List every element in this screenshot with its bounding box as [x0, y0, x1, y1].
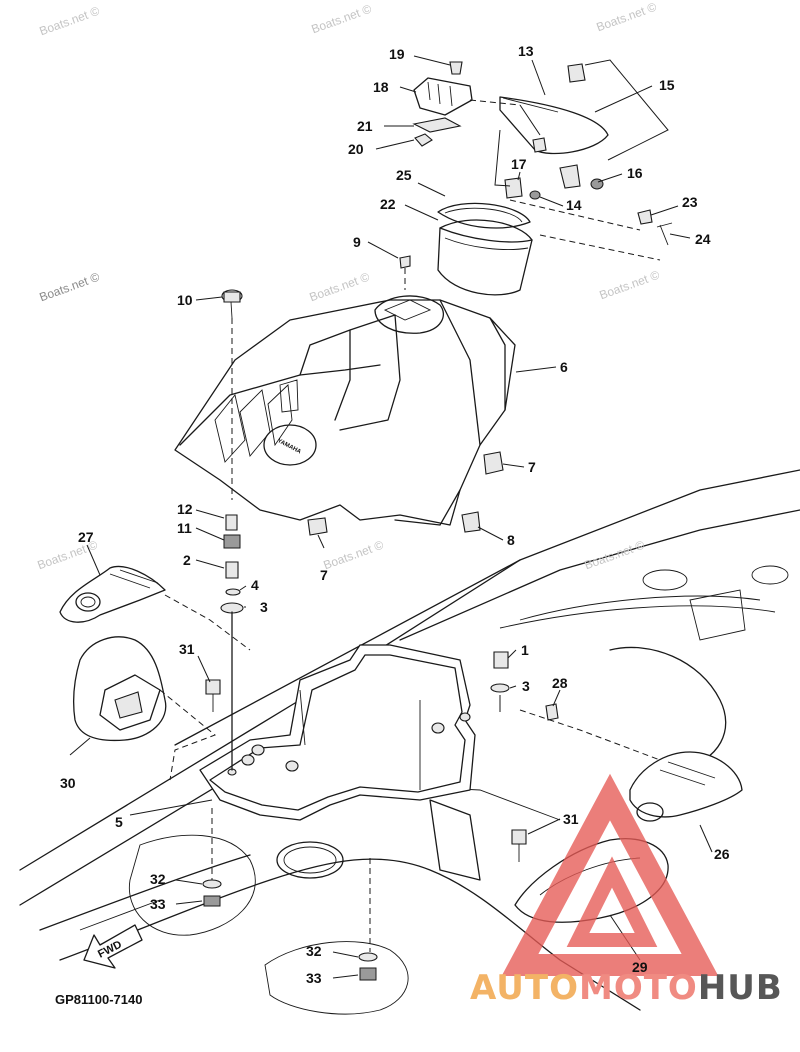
callout-18: 18: [373, 79, 389, 95]
callout-33b: 33: [306, 970, 322, 986]
callout-11: 11: [177, 520, 192, 536]
callout-26: 26: [714, 846, 730, 862]
callout-7b: 7: [320, 567, 328, 583]
callout-1: 1: [521, 642, 529, 658]
brand-part-hub: HUB: [697, 968, 783, 1008]
callout-10: 10: [177, 292, 193, 308]
callout-32b: 32: [306, 943, 322, 959]
callout-32: 32: [150, 871, 166, 887]
callout-21: 21: [357, 118, 373, 134]
callout-13: 13: [518, 43, 534, 59]
callout-7: 7: [528, 459, 536, 475]
brand-part-auto: AUTO: [470, 968, 579, 1008]
brand-wordmark: AUTOMOTOHUB: [470, 968, 783, 1008]
callout-4: 4: [251, 577, 259, 593]
top-bracket: [412, 59, 673, 261]
callout-2: 2: [183, 552, 191, 568]
callout-22: 22: [380, 196, 396, 212]
brand-part-moto: MOTO: [578, 968, 698, 1008]
diagram-code: GP81100-7140: [55, 992, 143, 1007]
callout-17: 17: [511, 156, 527, 172]
callout-3: 3: [260, 599, 268, 615]
callout-20: 20: [348, 141, 364, 157]
automotohub-logo: [501, 773, 719, 976]
callout-19: 19: [389, 46, 405, 62]
callout-8: 8: [507, 532, 515, 548]
left-parts: [59, 565, 251, 781]
console-cover: YAMAHA: [174, 295, 516, 526]
hull-deck: [19, 469, 800, 1015]
callout-33: 33: [150, 896, 166, 912]
callout-25: 25: [396, 167, 412, 183]
leader-lines: [69, 55, 713, 979]
callout-28: 28: [552, 675, 568, 691]
callout-31: 31: [179, 641, 195, 657]
callout-27: 27: [78, 529, 94, 545]
storage-box: [199, 644, 476, 821]
callout-9: 9: [353, 234, 361, 250]
callout-16: 16: [627, 165, 643, 181]
callout-3b: 3: [522, 678, 530, 694]
callout-12: 12: [177, 501, 193, 517]
hatch-filler: [437, 202, 533, 296]
callout-29: 29: [632, 959, 648, 975]
callout-24: 24: [695, 231, 711, 247]
fwd-arrow: [83, 924, 143, 969]
callout-14: 14: [566, 197, 582, 213]
fasteners: [202, 255, 559, 981]
callout-15: 15: [659, 77, 675, 93]
callout-23: 23: [682, 194, 698, 210]
callout-30: 30: [60, 775, 76, 791]
callout-5: 5: [115, 814, 123, 830]
callout-6: 6: [560, 359, 568, 375]
callout-31b: 31: [563, 811, 579, 827]
